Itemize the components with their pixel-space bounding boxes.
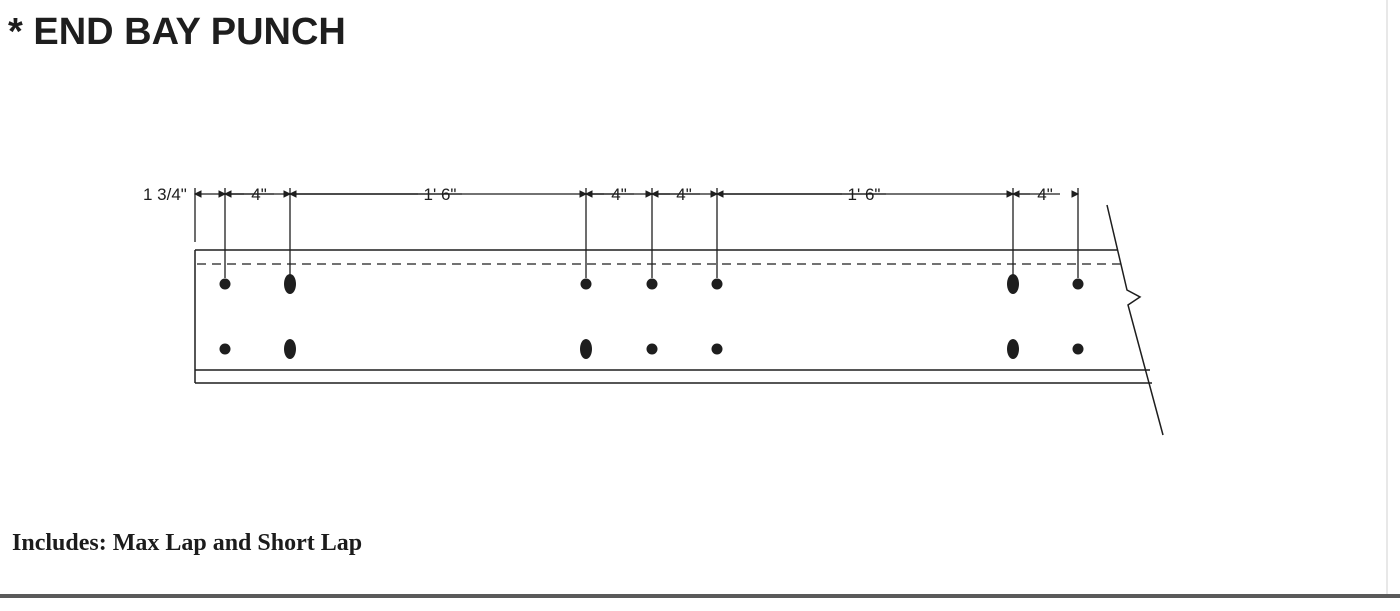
dimension-arrow — [650, 190, 659, 198]
dimension-arrow — [645, 190, 654, 198]
bottom-divider — [0, 594, 1400, 598]
dimension-arrow — [579, 190, 588, 198]
dimension-arrow — [1006, 190, 1015, 198]
round-hole — [1072, 278, 1084, 290]
dimension-arrow — [1071, 190, 1080, 198]
dimension-arrow — [715, 190, 724, 198]
dimension-arrow — [584, 190, 593, 198]
dimension-label: 4" — [251, 185, 267, 204]
dimension-arrow — [710, 190, 719, 198]
punch-holes — [219, 274, 1084, 359]
round-hole — [711, 343, 723, 355]
round-hole — [219, 278, 231, 290]
dimension-label: 4" — [1037, 185, 1053, 204]
break-line — [1106, 204, 1164, 436]
slot-hole — [284, 274, 296, 294]
slot-hole — [1007, 339, 1019, 359]
dimension-arrow — [1011, 190, 1020, 198]
dimension-arrow — [288, 190, 297, 198]
dimension-chain — [193, 188, 1080, 278]
slot-hole — [580, 339, 592, 359]
dimension-label: 1' 6" — [424, 185, 457, 204]
dimension-labels: 1 3/4" 4" 1' 6" 4" 4" 1' 6" 4" — [143, 185, 1053, 204]
right-border — [1386, 0, 1388, 594]
round-hole — [711, 278, 723, 290]
slot-hole — [284, 339, 296, 359]
round-hole — [1072, 343, 1084, 355]
dimension-label: 4" — [676, 185, 692, 204]
dimension-label: 1' 6" — [848, 185, 881, 204]
slot-hole — [1007, 274, 1019, 294]
round-hole — [219, 343, 231, 355]
page-title: * END BAY PUNCH — [8, 11, 346, 53]
round-hole — [646, 343, 658, 355]
dimension-label: 4" — [611, 185, 627, 204]
dimension-arrow — [223, 190, 232, 198]
round-hole — [646, 278, 658, 290]
dimension-arrow — [193, 190, 202, 198]
includes-note: Includes: Max Lap and Short Lap — [12, 530, 363, 556]
beam — [194, 204, 1164, 436]
dimension-arrow — [283, 190, 292, 198]
round-hole — [580, 278, 592, 290]
dimension-arrow — [218, 190, 227, 198]
dimension-label-end: 1 3/4" — [143, 185, 187, 204]
